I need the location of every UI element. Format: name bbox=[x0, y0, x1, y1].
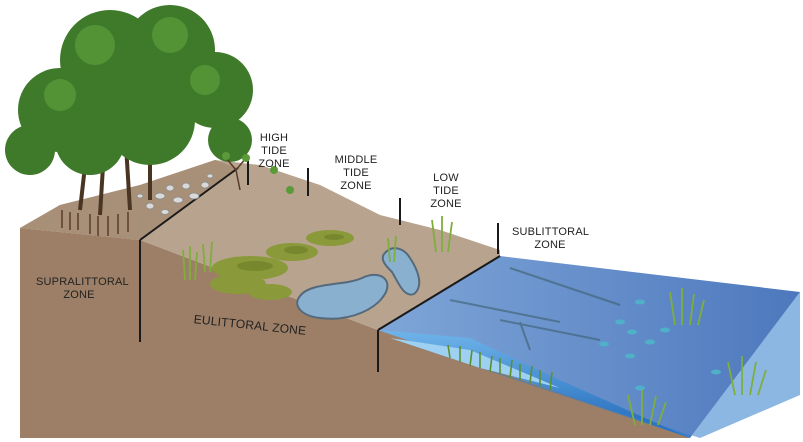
mangrove-roots bbox=[61, 210, 129, 236]
seaweed-strands bbox=[449, 267, 621, 351]
seabed-grass bbox=[447, 344, 553, 391]
water-top-surface bbox=[378, 256, 800, 438]
rocks bbox=[136, 173, 214, 215]
high-tide-zone-label: HIGH TIDE ZONE bbox=[258, 132, 290, 170]
tide-pool-large bbox=[296, 273, 389, 320]
middle-tide-zone-label: MIDDLE TIDE ZONE bbox=[334, 154, 378, 192]
supralittoral-eulittoral-top-divider bbox=[139, 167, 239, 241]
soil-front-face bbox=[20, 228, 690, 438]
fish-school bbox=[599, 299, 721, 391]
supralittoral-zone-label: SUPRALITTORAL ZONE bbox=[36, 276, 129, 301]
tide-pool-small bbox=[381, 247, 421, 296]
shallow-water-light bbox=[390, 338, 560, 388]
low-tide-zone-label: LOW TIDE ZONE bbox=[430, 172, 462, 210]
eulittoral-sublittoral-top-divider bbox=[377, 255, 501, 331]
seagrass-clumps bbox=[182, 216, 767, 426]
sublittoral-zone-label: SUBLITTORAL ZONE bbox=[512, 226, 590, 251]
